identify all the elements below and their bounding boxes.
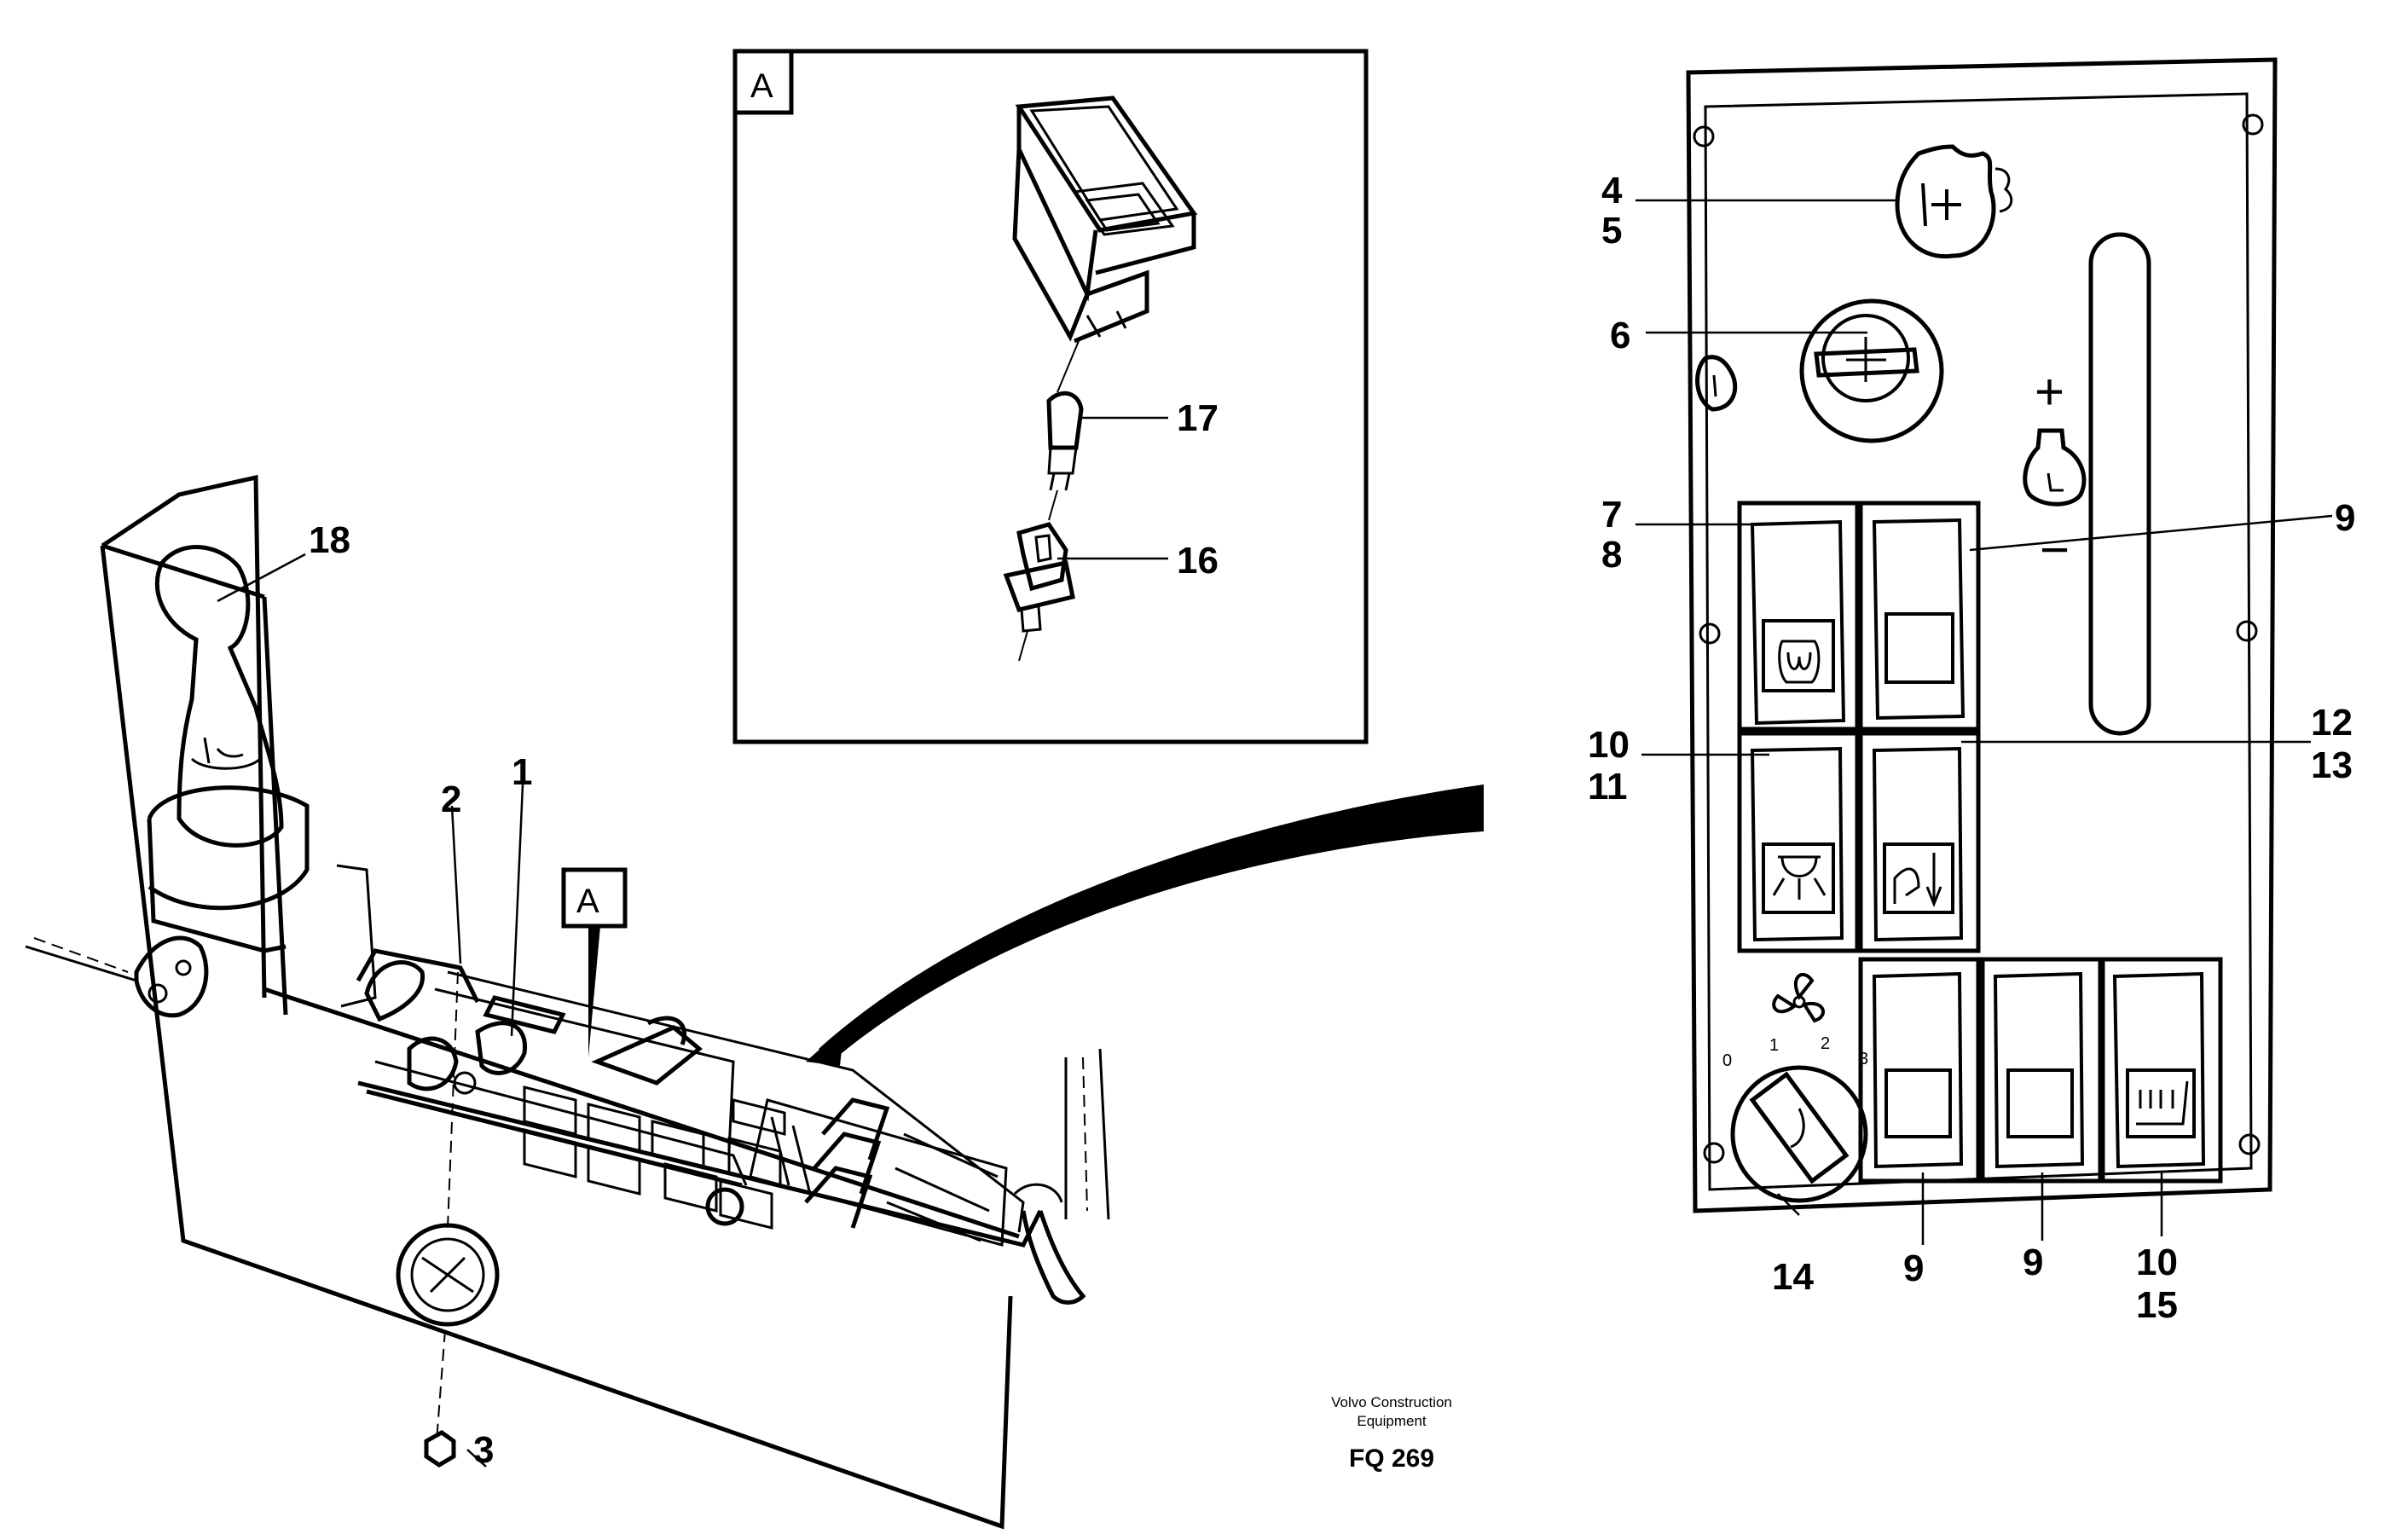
- rocker-blank-top: [1858, 501, 1981, 732]
- control-console: [25, 474, 1110, 1530]
- callout-10: 10: [1588, 724, 1630, 766]
- callout-16: 16: [1177, 540, 1219, 582]
- rocker-blank-bottom-1: [1858, 957, 1981, 1184]
- panel-marker-a: A: [576, 883, 599, 920]
- minus-symbol: −: [2040, 521, 2070, 578]
- detail-a: A: [732, 49, 1369, 744]
- socket-16: [1003, 522, 1075, 633]
- rocker-work-light: [1737, 501, 1860, 732]
- fan-icon: [1772, 972, 1825, 1023]
- callout-5: 5: [1601, 210, 1622, 252]
- callout-17: 17: [1177, 397, 1219, 439]
- mounting-grommet: [396, 1223, 500, 1327]
- callout-9-top: 9: [2335, 497, 2355, 539]
- callout-6: 6: [1610, 315, 1630, 356]
- fan-switch: 0 1 2 3: [1722, 972, 1868, 1203]
- callout-10-bottom: 10: [2136, 1242, 2178, 1283]
- switch-panel: + −: [1686, 57, 2278, 1213]
- company-line-2: Equipment: [1357, 1413, 1427, 1429]
- fan-position-2: 2: [1821, 1034, 1830, 1053]
- fan-position-0: 0: [1722, 1051, 1732, 1070]
- callout-7: 7: [1601, 494, 1622, 536]
- callout-4: 4: [1601, 170, 1623, 211]
- detail-a-tag: [732, 49, 794, 115]
- callout-11: 11: [1588, 766, 1628, 808]
- rocker-switch: [1012, 96, 1198, 344]
- figure-code: FQ 269: [1349, 1444, 1434, 1473]
- rocker-interior-light: [1737, 731, 1860, 953]
- fan-position-3: 3: [1859, 1050, 1868, 1068]
- preheat-icon: [1695, 355, 1738, 412]
- joystick-18: [154, 545, 284, 848]
- callout-leaders: [217, 199, 2333, 1468]
- callout-13: 13: [2311, 744, 2353, 786]
- callout-9-bottom-1: 9: [1903, 1248, 1924, 1289]
- zoom-arrow: [806, 784, 1484, 1066]
- detail-a-label: A: [750, 67, 773, 105]
- rocker-blank-bottom-2: [1980, 957, 2103, 1184]
- callout-8: 8: [1601, 534, 1622, 576]
- callout-3: 3: [473, 1429, 494, 1471]
- callout-12: 12: [2311, 702, 2353, 744]
- callout-1: 1: [512, 751, 532, 793]
- rocker-seat-heater: [2100, 957, 2223, 1184]
- throttle-slot: [2088, 232, 2151, 736]
- callout-18: 18: [309, 519, 350, 561]
- lever-bank: [749, 1097, 1086, 1305]
- detail-a-frame: [732, 49, 1369, 744]
- rocker-wiper: [1858, 731, 1981, 953]
- fan-position-1: 1: [1769, 1036, 1779, 1055]
- callout-14: 14: [1772, 1256, 1814, 1298]
- ignition-switch-cap: [1895, 144, 2013, 259]
- callout-2: 2: [441, 779, 461, 820]
- console-switch-block: [523, 1086, 786, 1230]
- plus-symbol: +: [2035, 363, 2064, 420]
- engine-speed-icon: [2023, 428, 2087, 507]
- company-line-1: Volvo Construction: [1331, 1394, 1452, 1410]
- callout-9-bottom-2: 9: [2023, 1242, 2043, 1283]
- key-switch: [1799, 298, 1944, 443]
- callout-15: 15: [2136, 1284, 2178, 1326]
- nut-3: [424, 1430, 456, 1468]
- bulb-17: [1046, 391, 1084, 491]
